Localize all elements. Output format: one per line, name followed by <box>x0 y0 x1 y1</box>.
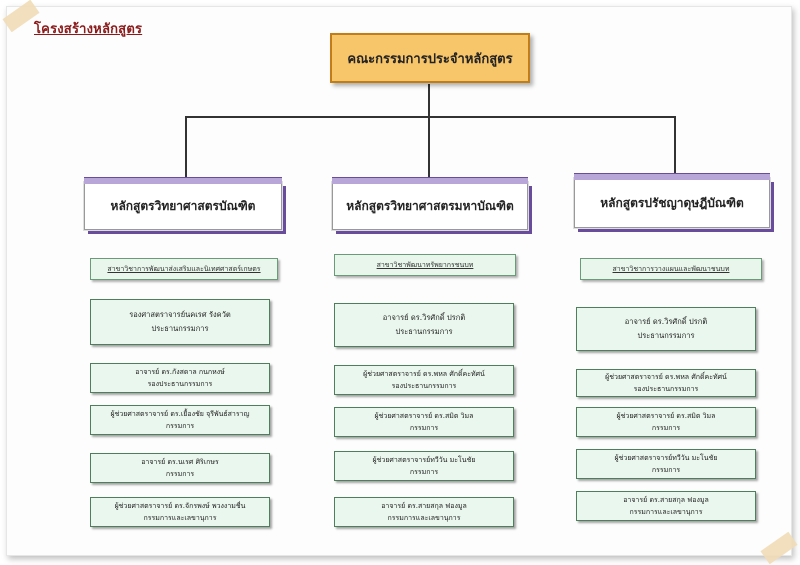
branch-box-bachelor: สาขาวิชาการพัฒนาส่งเสริมและนิเทศศาสตร์เก… <box>90 258 278 280</box>
member-vice-chair: ผู้ช่วยศาสตราจารย์ ดร.พหล ศักดิ์คะทัศน์ … <box>576 369 756 397</box>
member-secretary: อาจารย์ ดร.สายสกุล ฟองมูล กรรมการและเลขา… <box>334 497 514 527</box>
member-role: กรรมการ <box>409 424 439 432</box>
committee-label: คณะกรรมการประจำหลักสูตร <box>347 51 513 67</box>
member-name: ผู้ช่วยศาสตราจารย์ ดร.จักรพงษ์ พวงงามชื่… <box>114 502 246 510</box>
member-vice-chair: อาจารย์ ดร.กังสดาล กนกหงษ์ รองประธานกรรม… <box>90 363 270 393</box>
member-role: กรรมการและเลขานุการ <box>387 514 461 522</box>
member-role: กรรมการ <box>409 468 439 476</box>
member-role: กรรมการ <box>651 424 681 432</box>
program-box-doctorate: หลักสูตรปรัชญาดุษฎีบัณฑิต <box>574 173 770 228</box>
member-role: รองประธานกรรมการ <box>391 382 457 390</box>
connector-center-down <box>428 116 430 182</box>
member-chair: อาจารย์ ดร.วิรศักดิ์ ปรกติ ประธานกรรมการ <box>576 307 756 351</box>
member-committee: ผู้ช่วยศาสตราจารย์ทวีวัน มะโนชัย กรรมการ <box>334 451 514 481</box>
program-box-master: หลักสูตรวิทยาศาสตรมหาบัณฑิต <box>332 177 528 230</box>
member-committee: ผู้ช่วยศาสตราจารย์ทวีวัน มะโนชัย กรรมการ <box>576 449 756 479</box>
branch-box-master: สาขาวิชาพัฒนาทรัพยากรชนบท <box>334 254 516 276</box>
member-name: ผู้ช่วยศาสตราจารย์ ดร.สมิต วิมล <box>616 412 716 420</box>
member-name: ผู้ช่วยศาสตราจารย์ทวีวัน มะโนชัย <box>372 456 476 464</box>
member-role: กรรมการ <box>165 422 195 430</box>
member-secretary: ผู้ช่วยศาสตราจารย์ ดร.จักรพงษ์ พวงงามชื่… <box>90 497 270 527</box>
page-title: โครงสร้างหลักสูตร <box>34 22 143 37</box>
member-role: ประธานกรรมการ <box>637 331 695 340</box>
connector-horizontal <box>186 116 676 118</box>
member-chair: อาจารย์ ดร.วิรศักดิ์ ปรกติ ประธานกรรมการ <box>334 303 514 347</box>
connector-left-down <box>185 116 187 182</box>
program-title: หลักสูตรปรัชญาดุษฎีบัณฑิต <box>600 195 744 210</box>
member-committee: ผู้ช่วยศาสตราจารย์ ดร.เยื้องชัย จุรีพันธ… <box>90 405 270 435</box>
member-committee: ผู้ช่วยศาสตราจารย์ ดร.สมิต วิมล กรรมการ <box>576 407 756 437</box>
connector-top-down <box>428 84 430 117</box>
member-name: ผู้ช่วยศาสตราจารย์ ดร.เยื้องชัย จุรีพันธ… <box>110 410 250 418</box>
member-secretary: อาจารย์ ดร.สายสกุล ฟองมูล กรรมการและเลขา… <box>576 491 756 521</box>
member-committee: ผู้ช่วยศาสตราจารย์ ดร.สมิต วิมล กรรมการ <box>334 407 514 437</box>
member-name: ผู้ช่วยศาสตราจารย์ ดร.พหล ศักดิ์คะทัศน์ <box>363 370 485 378</box>
program-title: หลักสูตรวิทยาศาสตรมหาบัณฑิต <box>346 198 514 213</box>
committee-box: คณะกรรมการประจำหลักสูตร <box>330 33 530 83</box>
member-role: ประธานกรรมการ <box>395 327 453 336</box>
member-name: อาจารย์ ดร.สายสกุล ฟองมูล <box>381 502 467 510</box>
member-role: ประธานกรรมการ <box>151 324 209 333</box>
member-committee: อาจารย์ ดร.นเรศ ศิริเกษร กรรมการ <box>90 453 270 483</box>
member-role: กรรมการและเลขานุการ <box>629 508 703 516</box>
branch-label: สาขาวิชาพัฒนาทรัพยากรชนบท <box>376 260 474 269</box>
program-title: หลักสูตรวิทยาศาสตรบัณฑิต <box>110 198 256 213</box>
member-chair: รองศาสตราจารย์นคเรศ รังควัต ประธานกรรมกา… <box>90 299 270 345</box>
member-role: รองประธานกรรมการ <box>633 385 699 393</box>
member-role: กรรมการ <box>651 466 681 474</box>
branch-box-doctorate: สาขาวิชาการวางแผนและพัฒนาชนบท <box>580 258 762 280</box>
member-name: ผู้ช่วยศาสตราจารย์ ดร.พหล ศักดิ์คะทัศน์ <box>605 373 727 381</box>
program-box-bachelor: หลักสูตรวิทยาศาสตรบัณฑิต <box>84 177 282 230</box>
member-vice-chair: ผู้ช่วยศาสตราจารย์ ดร.พหล ศักดิ์คะทัศน์ … <box>334 365 514 395</box>
member-name: รองศาสตราจารย์นคเรศ รังควัต <box>129 310 231 319</box>
member-name: อาจารย์ ดร.กังสดาล กนกหงษ์ <box>135 368 225 376</box>
branch-label: สาขาวิชาการพัฒนาส่งเสริมและนิเทศศาสตร์เก… <box>107 264 261 273</box>
member-name: อาจารย์ ดร.วิรศักดิ์ ปรกติ <box>382 313 466 322</box>
member-name: ผู้ช่วยศาสตราจารย์ ดร.สมิต วิมล <box>374 412 474 420</box>
member-name: อาจารย์ ดร.สายสกุล ฟองมูล <box>623 496 709 504</box>
connector-right-down <box>674 116 676 178</box>
member-name: อาจารย์ ดร.นเรศ ศิริเกษร <box>141 458 219 466</box>
member-role: กรรมการ <box>165 470 195 478</box>
member-name: อาจารย์ ดร.วิรศักดิ์ ปรกติ <box>624 317 708 326</box>
member-name: ผู้ช่วยศาสตราจารย์ทวีวัน มะโนชัย <box>614 454 718 462</box>
branch-label: สาขาวิชาการวางแผนและพัฒนาชนบท <box>612 264 730 273</box>
member-role: รองประธานกรรมการ <box>147 380 213 388</box>
member-role: กรรมการและเลขานุการ <box>143 514 217 522</box>
